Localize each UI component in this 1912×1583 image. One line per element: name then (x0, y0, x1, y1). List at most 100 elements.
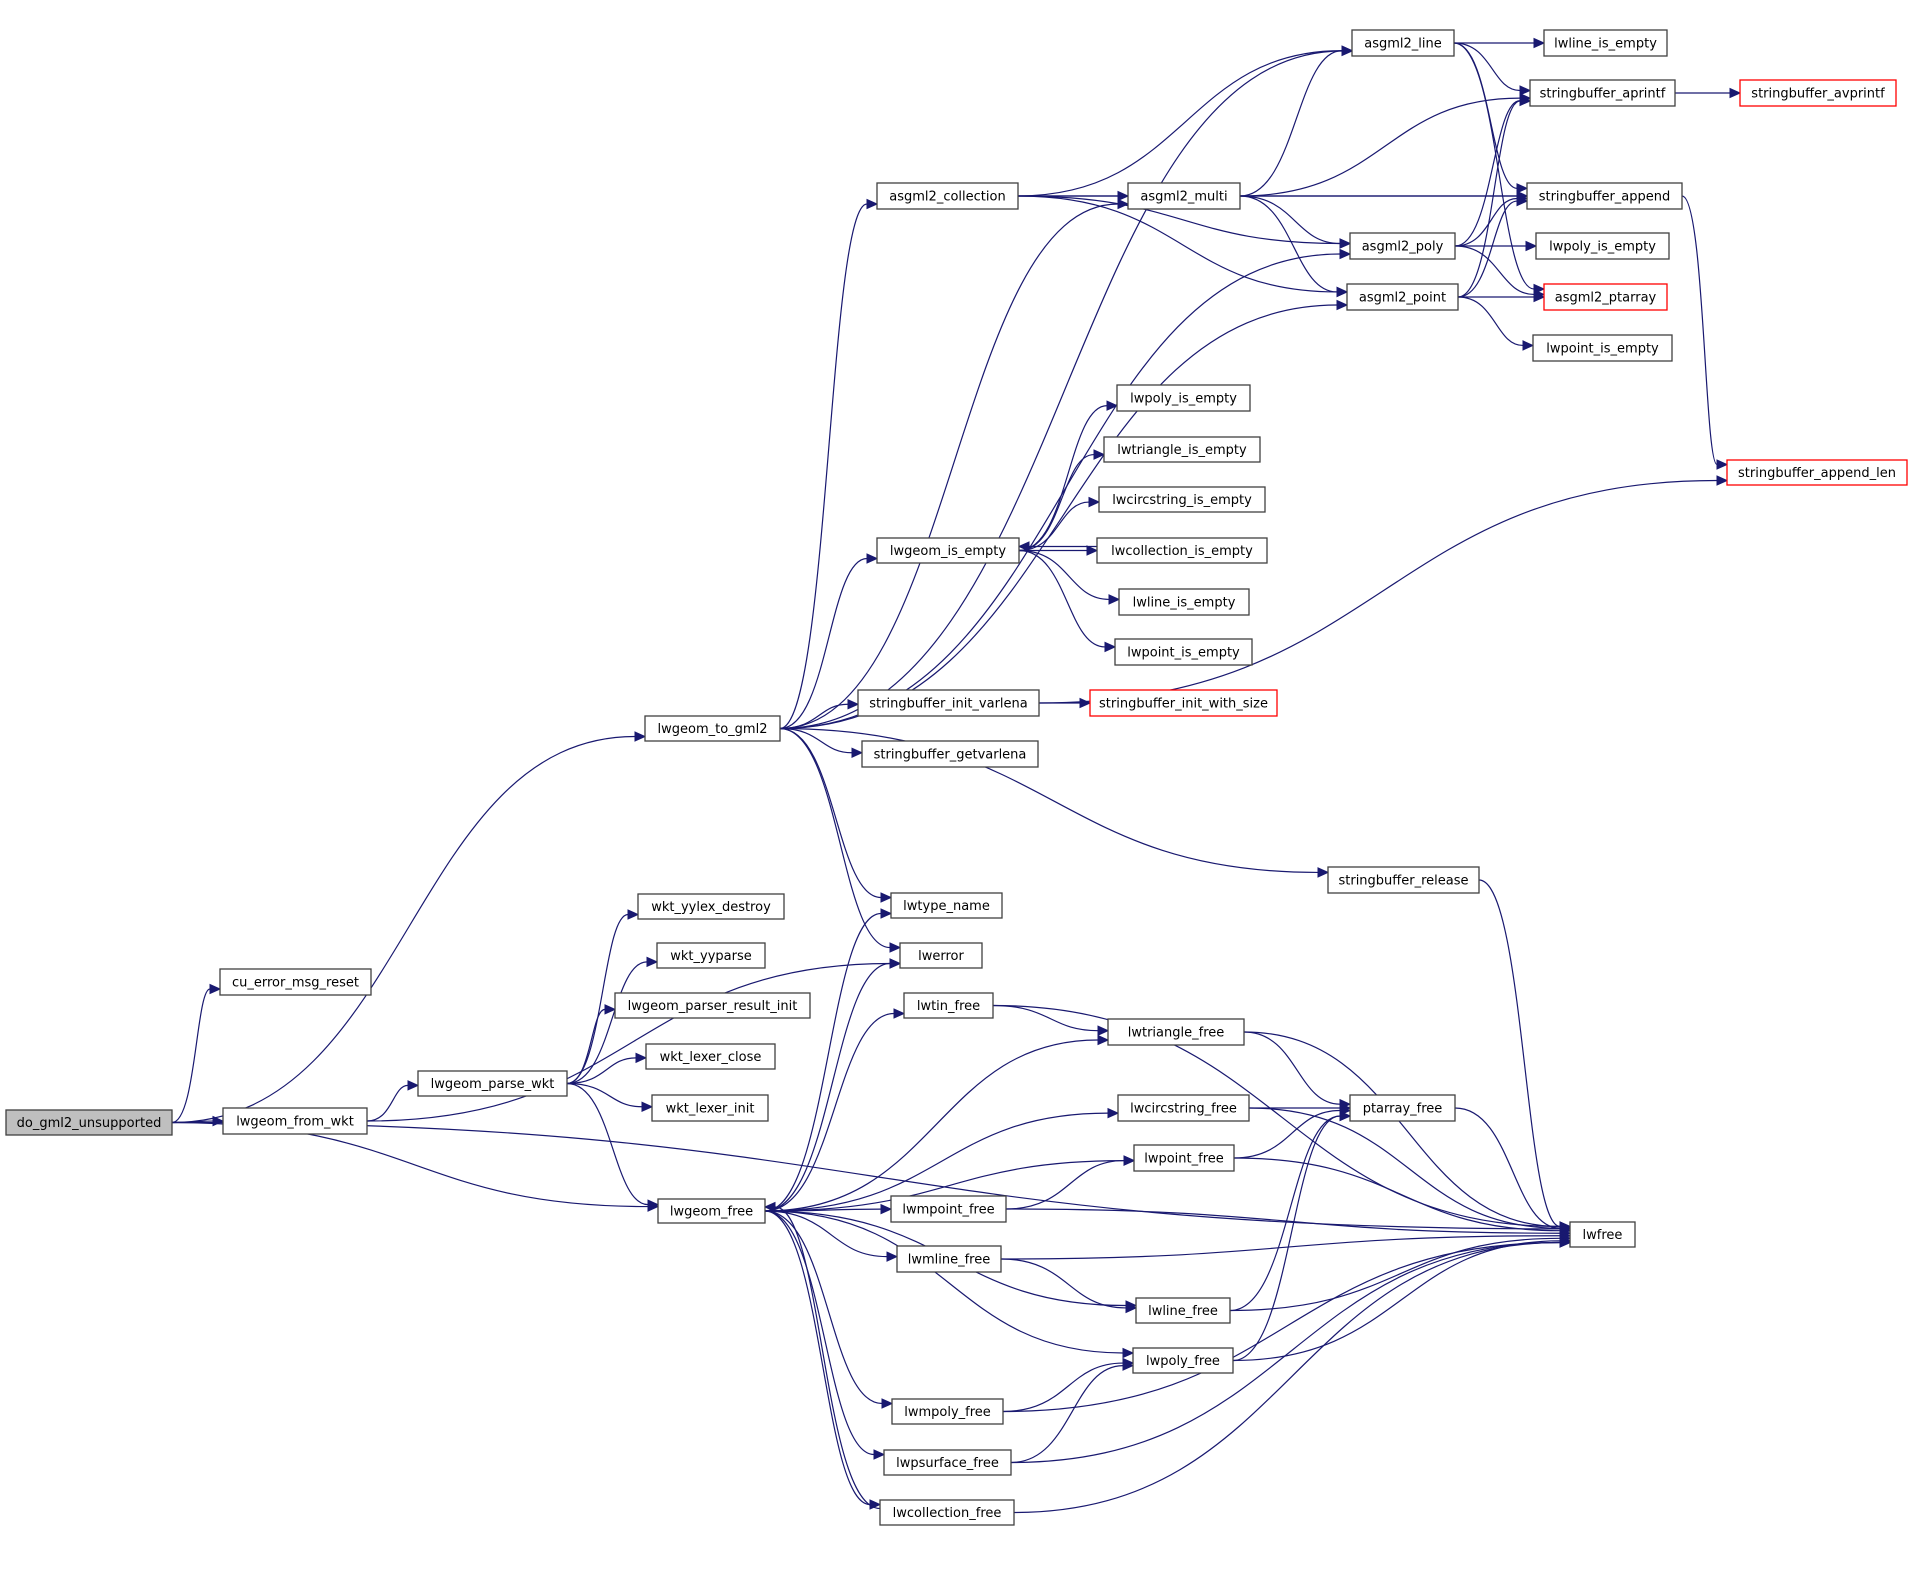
node-asgml2-collection[interactable]: asgml2_collection (876, 182, 1019, 210)
node-lwpoint-is-empty[interactable]: lwpoint_is_empty (1114, 638, 1253, 666)
edge-line (1239, 195, 1338, 293)
node-label: lwtype_name (903, 899, 990, 914)
edge-lwmline-free-to-lwline-free (1000, 1258, 1138, 1314)
node-lwpsurface-free[interactable]: lwpsurface_free (883, 1449, 1012, 1476)
node-lwline-free[interactable]: lwline_free (1135, 1297, 1231, 1324)
node-asgml2-point[interactable]: asgml2_point (1346, 283, 1459, 311)
node-asgml2-poly[interactable]: asgml2_poly (1349, 232, 1456, 260)
arrowhead-icon (1336, 286, 1349, 298)
node-box (1349, 1094, 1456, 1122)
edge-line (992, 1004, 1561, 1228)
node-lwline-is-empty[interactable]: lwline_is_empty (1118, 588, 1250, 616)
edge-line (1454, 197, 1518, 247)
node-lwmpoly-free[interactable]: lwmpoly_free (891, 1398, 1004, 1425)
node-lwgeom-to-gml2[interactable]: lwgeom_to_gml2 (644, 715, 781, 742)
edge-line (566, 1082, 649, 1206)
node-label: lwgeom_parse_wkt (431, 1077, 555, 1092)
node-asgml2-multi[interactable]: asgml2_multi (1127, 182, 1241, 210)
node-box (1118, 588, 1250, 616)
node-box (1726, 459, 1908, 486)
node-wkt-yylex-destroy[interactable]: wkt_yylex_destroy (637, 893, 785, 920)
edge-lwgeom-from-wkt-to-lwgeom-parse-wkt (366, 1080, 420, 1122)
node-lwcircstring-free[interactable]: lwcircstring_free (1117, 1094, 1250, 1122)
edge-line (992, 1004, 1099, 1032)
node-box (645, 1043, 776, 1070)
edge-line (764, 1210, 871, 1506)
edge-line (779, 203, 1119, 730)
node-ptarray-free[interactable]: ptarray_free (1349, 1094, 1456, 1122)
edge-line (1002, 1362, 1124, 1413)
node-label: lwtriangle_free (1128, 1026, 1225, 1041)
node-asgml2-line[interactable]: asgml2_line (1351, 29, 1455, 57)
edge-line (779, 727, 891, 949)
node-box (1569, 1221, 1636, 1248)
node-asgml2-ptarray[interactable]: asgml2_ptarray (1543, 283, 1668, 311)
node-lwline-is-empty-a[interactable]: lwline_is_empty (1543, 29, 1668, 57)
edge-lwtriangle-free-to-lwfree (1243, 1031, 1572, 1232)
node-box (899, 942, 983, 969)
node-stringbuffer-release[interactable]: stringbuffer_release (1327, 866, 1480, 894)
arrowhead-icon (1559, 1237, 1572, 1248)
node-lwmline-free[interactable]: lwmline_free (896, 1245, 1002, 1273)
node-wkt-lexer-init[interactable]: wkt_lexer_init (651, 1094, 769, 1122)
edge-asgml2-point-to-stringbuffer-append (1457, 195, 1529, 298)
arrowhead-icon (1317, 867, 1330, 878)
node-box (890, 892, 1003, 919)
edge-asgml2-collection-to-asgml2-point (1017, 195, 1349, 298)
node-lwerror[interactable]: lwerror (899, 942, 983, 969)
node-lwpoly-is-empty[interactable]: lwpoly_is_empty (1116, 384, 1251, 412)
node-lwtriangle-free[interactable]: lwtriangle_free (1107, 1018, 1245, 1046)
node-lwtype-name[interactable]: lwtype_name (890, 892, 1003, 919)
node-lwpoly-is-empty-a[interactable]: lwpoly_is_empty (1535, 232, 1670, 260)
node-label: lwtin_free (917, 999, 980, 1014)
node-stringbuffer-init-with-size[interactable]: stringbuffer_init_with_size (1089, 689, 1278, 717)
node-lwgeom-free[interactable]: lwgeom_free (657, 1198, 766, 1224)
node-lwtriangle-is-empty[interactable]: lwtriangle_is_empty (1103, 436, 1261, 463)
edge-line (1453, 42, 1535, 290)
node-box (1543, 283, 1668, 311)
node-label: lwfree (1583, 1228, 1623, 1243)
node-stringbuffer-aprintf[interactable]: stringbuffer_aprintf (1529, 79, 1676, 107)
node-lwcollection-is-empty[interactable]: lwcollection_is_empty (1096, 537, 1268, 564)
arrowhead-icon (866, 553, 879, 564)
node-label: stringbuffer_aprintf (1540, 87, 1666, 102)
node-box (1351, 29, 1455, 57)
node-box (1098, 486, 1266, 513)
node-lwpoint-is-empty-a[interactable]: lwpoint_is_empty (1532, 334, 1673, 362)
node-lwtin-free[interactable]: lwtin_free (903, 992, 994, 1019)
node-wkt-lexer-close[interactable]: wkt_lexer_close (645, 1043, 776, 1070)
edge-line (566, 1008, 606, 1085)
node-do-gml2-unsupported[interactable]: do_gml2_unsupported (5, 1109, 173, 1136)
node-lwgeom-is-empty[interactable]: lwgeom_is_empty (876, 537, 1020, 564)
node-label: wkt_lexer_init (666, 1102, 755, 1117)
edge-line (171, 1121, 1561, 1230)
node-label: lwgeom_is_empty (890, 544, 1007, 559)
node-lwpoint-free[interactable]: lwpoint_free (1133, 1144, 1235, 1172)
node-wkt-yyparse[interactable]: wkt_yyparse (656, 942, 766, 969)
node-lwgeom-parse-wkt[interactable]: lwgeom_parse_wkt (417, 1070, 568, 1097)
arrowhead-icon (635, 1052, 648, 1064)
node-cu-error-msg-reset[interactable]: cu_error_msg_reset (219, 968, 372, 996)
edge-line (1243, 1031, 1341, 1105)
node-box (896, 1245, 1002, 1273)
node-lwgeom-parser-result-init[interactable]: lwgeom_parser_result_init (614, 992, 811, 1019)
node-lwfree[interactable]: lwfree (1569, 1221, 1636, 1248)
edge-asgml2-point-to-stringbuffer-aprintf (1457, 95, 1532, 298)
node-lwmpoint-free[interactable]: lwmpoint_free (890, 1195, 1007, 1223)
node-stringbuffer-getvarlena[interactable]: stringbuffer_getvarlena (861, 740, 1039, 768)
edge-lwgeom-to-gml2-to-asgml2-line (779, 45, 1354, 730)
node-box (1543, 29, 1668, 57)
node-stringbuffer-append[interactable]: stringbuffer_append (1526, 182, 1683, 210)
node-stringbuffer-avprintf[interactable]: stringbuffer_avprintf (1739, 79, 1897, 107)
node-label: wkt_lexer_close (660, 1050, 762, 1065)
node-lwcircstring-is-empty[interactable]: lwcircstring_is_empty (1098, 486, 1266, 513)
node-lwgeom-from-wkt[interactable]: lwgeom_from_wkt (222, 1107, 368, 1135)
node-lwpoly-free[interactable]: lwpoly_free (1132, 1347, 1234, 1374)
node-lwcollection-free[interactable]: lwcollection_free (879, 1499, 1015, 1526)
arrowhead-icon (1107, 1107, 1120, 1119)
edge-lwgeom-parse-wkt-to-lwgeom-free (566, 1082, 660, 1210)
edge-do-gml2-unsupported-to-lwgeom-to-gml2 (171, 731, 647, 1124)
node-stringbuffer-init-varlena[interactable]: stringbuffer_init_varlena (857, 689, 1040, 717)
node-stringbuffer-append-len[interactable]: stringbuffer_append_len (1726, 459, 1908, 486)
